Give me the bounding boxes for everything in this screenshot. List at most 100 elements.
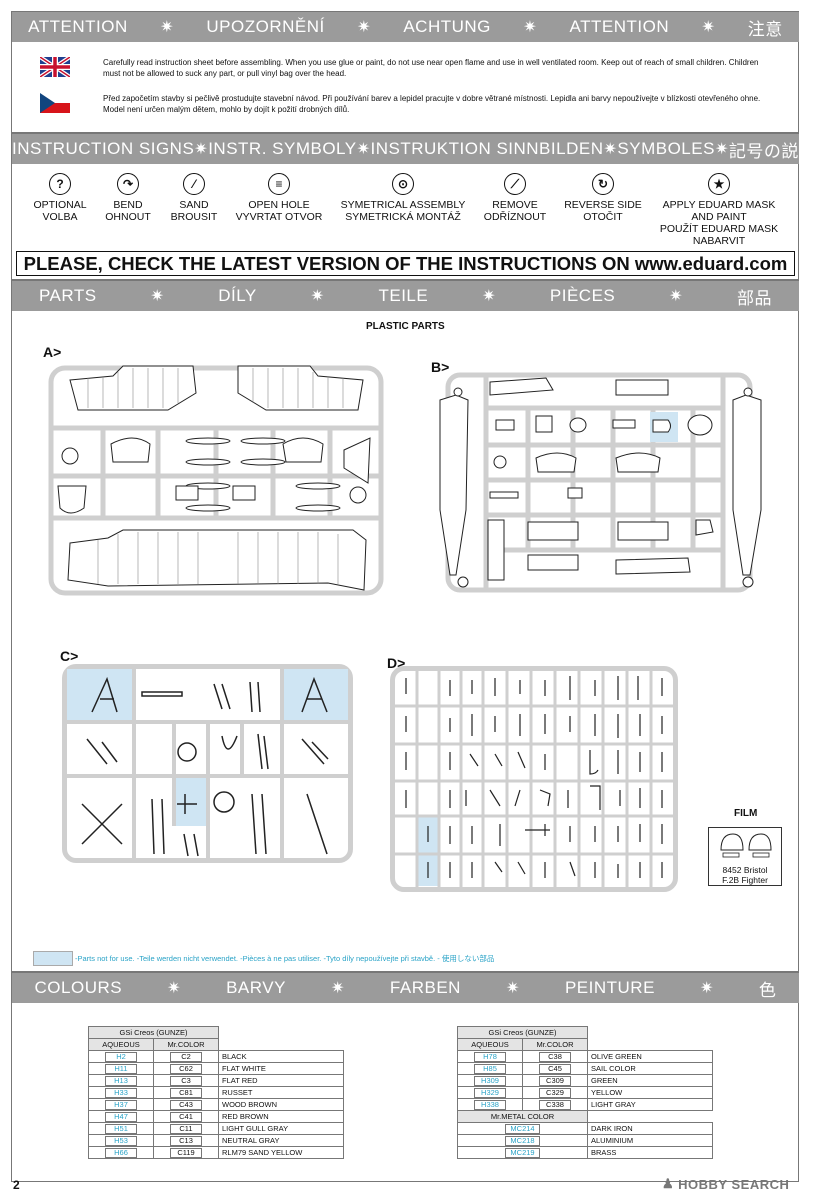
aqueous-code: H33 — [105, 1087, 137, 1098]
windscreen-film-icon — [720, 833, 772, 858]
brand-header: GSi Creos (GUNZE) — [88, 1026, 219, 1039]
star-icon: ✷ — [669, 288, 684, 305]
parts-fr: PIÈCES — [549, 286, 616, 305]
star-icon: ✷ — [167, 980, 182, 997]
mrcolor-header: Mr.COLOR — [153, 1038, 219, 1051]
star-icon: ✷ — [357, 19, 371, 36]
colours-bar: COLOURS✷ BARVY✷ FARBEN✷ PEINTURE✷ 色 — [12, 973, 799, 1003]
mrcolor-code: C309 — [539, 1075, 571, 1086]
sprue-c-diagram — [67, 669, 348, 858]
sign-label: REVERSE SIDE OTOČIT — [564, 199, 642, 223]
star-icon: ✷ — [701, 19, 716, 36]
star-icon: ✷ — [356, 141, 371, 158]
aqueous-code: H85 — [474, 1063, 506, 1074]
color-name: WOOD BROWN — [218, 1098, 344, 1111]
star-icon: ✷ — [603, 141, 618, 158]
metal-code: MC219 — [505, 1147, 540, 1158]
aqueous-code: H37 — [105, 1099, 137, 1110]
sign-label: APPLY EDUARD MASK AND PAINT POUŽÍT EDUAR… — [659, 199, 779, 247]
color-name: YELLOW — [587, 1086, 713, 1099]
sign-label: SAND BROUSIT — [170, 199, 218, 223]
mrcolor-code: C329 — [539, 1087, 571, 1098]
film-title: FILM — [734, 808, 758, 819]
colours-fr: PEINTURE — [564, 978, 655, 997]
attention-de: ACHTUNG — [403, 17, 491, 36]
warning-cz-text: Před započetím stavby si pečlivě prostud… — [103, 94, 761, 114]
signs-bar: INSTRUCTION SIGNS✷ INSTR. SYMBOLY✷ INSTR… — [12, 134, 816, 164]
star-icon: ✷ — [523, 19, 538, 36]
signs-jp: 記号の説明 — [728, 141, 817, 161]
watermark: ♟HOBBY SEARCH — [662, 1176, 789, 1192]
attention-jp: 注意 — [747, 19, 783, 39]
color-name: RLM79 SAND YELLOW — [218, 1146, 344, 1159]
color-name: RUSSET — [218, 1086, 344, 1099]
mrcolor-code: C45 — [539, 1063, 571, 1074]
mrcolor-code: C11 — [170, 1123, 202, 1134]
color-name: BRASS — [587, 1146, 713, 1159]
star-icon: ✷ — [310, 288, 325, 305]
star-icon: ✷ — [482, 288, 497, 305]
attention-bar: ATTENTION✷ UPOZORNĚNÍ✷ ACHTUNG✷ ATTENTIO… — [12, 12, 799, 42]
aqueous-code: H11 — [105, 1063, 137, 1074]
aqueous-code: H66 — [105, 1147, 137, 1158]
warning-en-text: Carefully read instruction sheet before … — [103, 58, 759, 78]
color-name: BLACK — [218, 1050, 344, 1063]
mrcolor-code: C38 — [539, 1051, 571, 1062]
signs-frame — [11, 133, 799, 280]
star-icon: ✷ — [506, 980, 520, 997]
reverse-icon: ↻ — [592, 173, 614, 195]
color-name: FLAT WHITE — [218, 1062, 344, 1075]
check-latest-banner: PLEASE, CHECK THE LATEST VERSION OF THE … — [16, 251, 795, 276]
sign-label: BEND OHNOUT — [105, 199, 151, 223]
aqueous-header: AQUEOUS — [457, 1038, 523, 1051]
plastic-parts-title: PLASTIC PARTS — [366, 321, 445, 332]
watermark-text: HOBBY SEARCH — [678, 1176, 790, 1192]
warning-en: Carefully read instruction sheet before … — [40, 57, 778, 79]
aqueous-code: H329 — [474, 1087, 506, 1098]
uk-flag-icon — [40, 57, 70, 77]
sign-open-hole: ≡ OPEN HOLE VYVRTAT OTVOR — [227, 173, 331, 223]
mrcolor-code: C81 — [170, 1087, 202, 1098]
mrcolor-code: C338 — [539, 1099, 571, 1110]
parts-frame — [11, 280, 799, 972]
signs-cz: INSTR. SYMBOLY — [208, 139, 357, 158]
mrcolor-header: Mr.COLOR — [522, 1038, 588, 1051]
colours-jp: 色 — [758, 980, 777, 1000]
attention-cz: UPOZORNĚNÍ — [206, 17, 325, 36]
sign-mask: ★ APPLY EDUARD MASK AND PAINT POUŽÍT EDU… — [655, 173, 783, 247]
aqueous-code: H53 — [105, 1135, 137, 1146]
remove-icon: ⟋ — [504, 173, 526, 195]
star-icon: ✷ — [714, 141, 729, 158]
sign-label: REMOVE ODŘÍZNOUT — [483, 199, 547, 223]
mrcolor-code: C43 — [170, 1099, 202, 1110]
color-name: FLAT RED — [218, 1074, 344, 1087]
aqueous-code: H2 — [105, 1051, 137, 1062]
sprue-a-diagram — [48, 365, 384, 596]
question-icon: ? — [49, 173, 71, 195]
brand-header: GSi Creos (GUNZE) — [457, 1026, 588, 1039]
bend-icon: ↷ — [117, 173, 139, 195]
mask-icon: ★ — [708, 173, 730, 195]
colours-de: FARBEN — [389, 978, 461, 997]
metal-code: MC214 — [505, 1123, 540, 1134]
color-name: OLIVE GREEN — [587, 1050, 713, 1063]
sign-bend: ↷ BEND OHNOUT — [93, 173, 163, 223]
star-icon: ✷ — [699, 980, 714, 997]
sign-reverse: ↻ REVERSE SIDE OTOČIT — [559, 173, 647, 223]
mrcolor-code: C62 — [170, 1063, 202, 1074]
sprue-a-label: A> — [43, 344, 62, 360]
color-name: GREEN — [587, 1074, 713, 1087]
aqueous-code: H51 — [105, 1123, 137, 1134]
not-for-use-text: -Parts not for use. -Teile werden nicht … — [75, 954, 495, 963]
star-icon: ✷ — [330, 980, 345, 997]
color-name: RED BROWN — [218, 1110, 344, 1123]
sign-symmetrical: ⊙ SYMETRICAL ASSEMBLY SYMETRICKÁ MONTÁŽ — [336, 173, 470, 223]
